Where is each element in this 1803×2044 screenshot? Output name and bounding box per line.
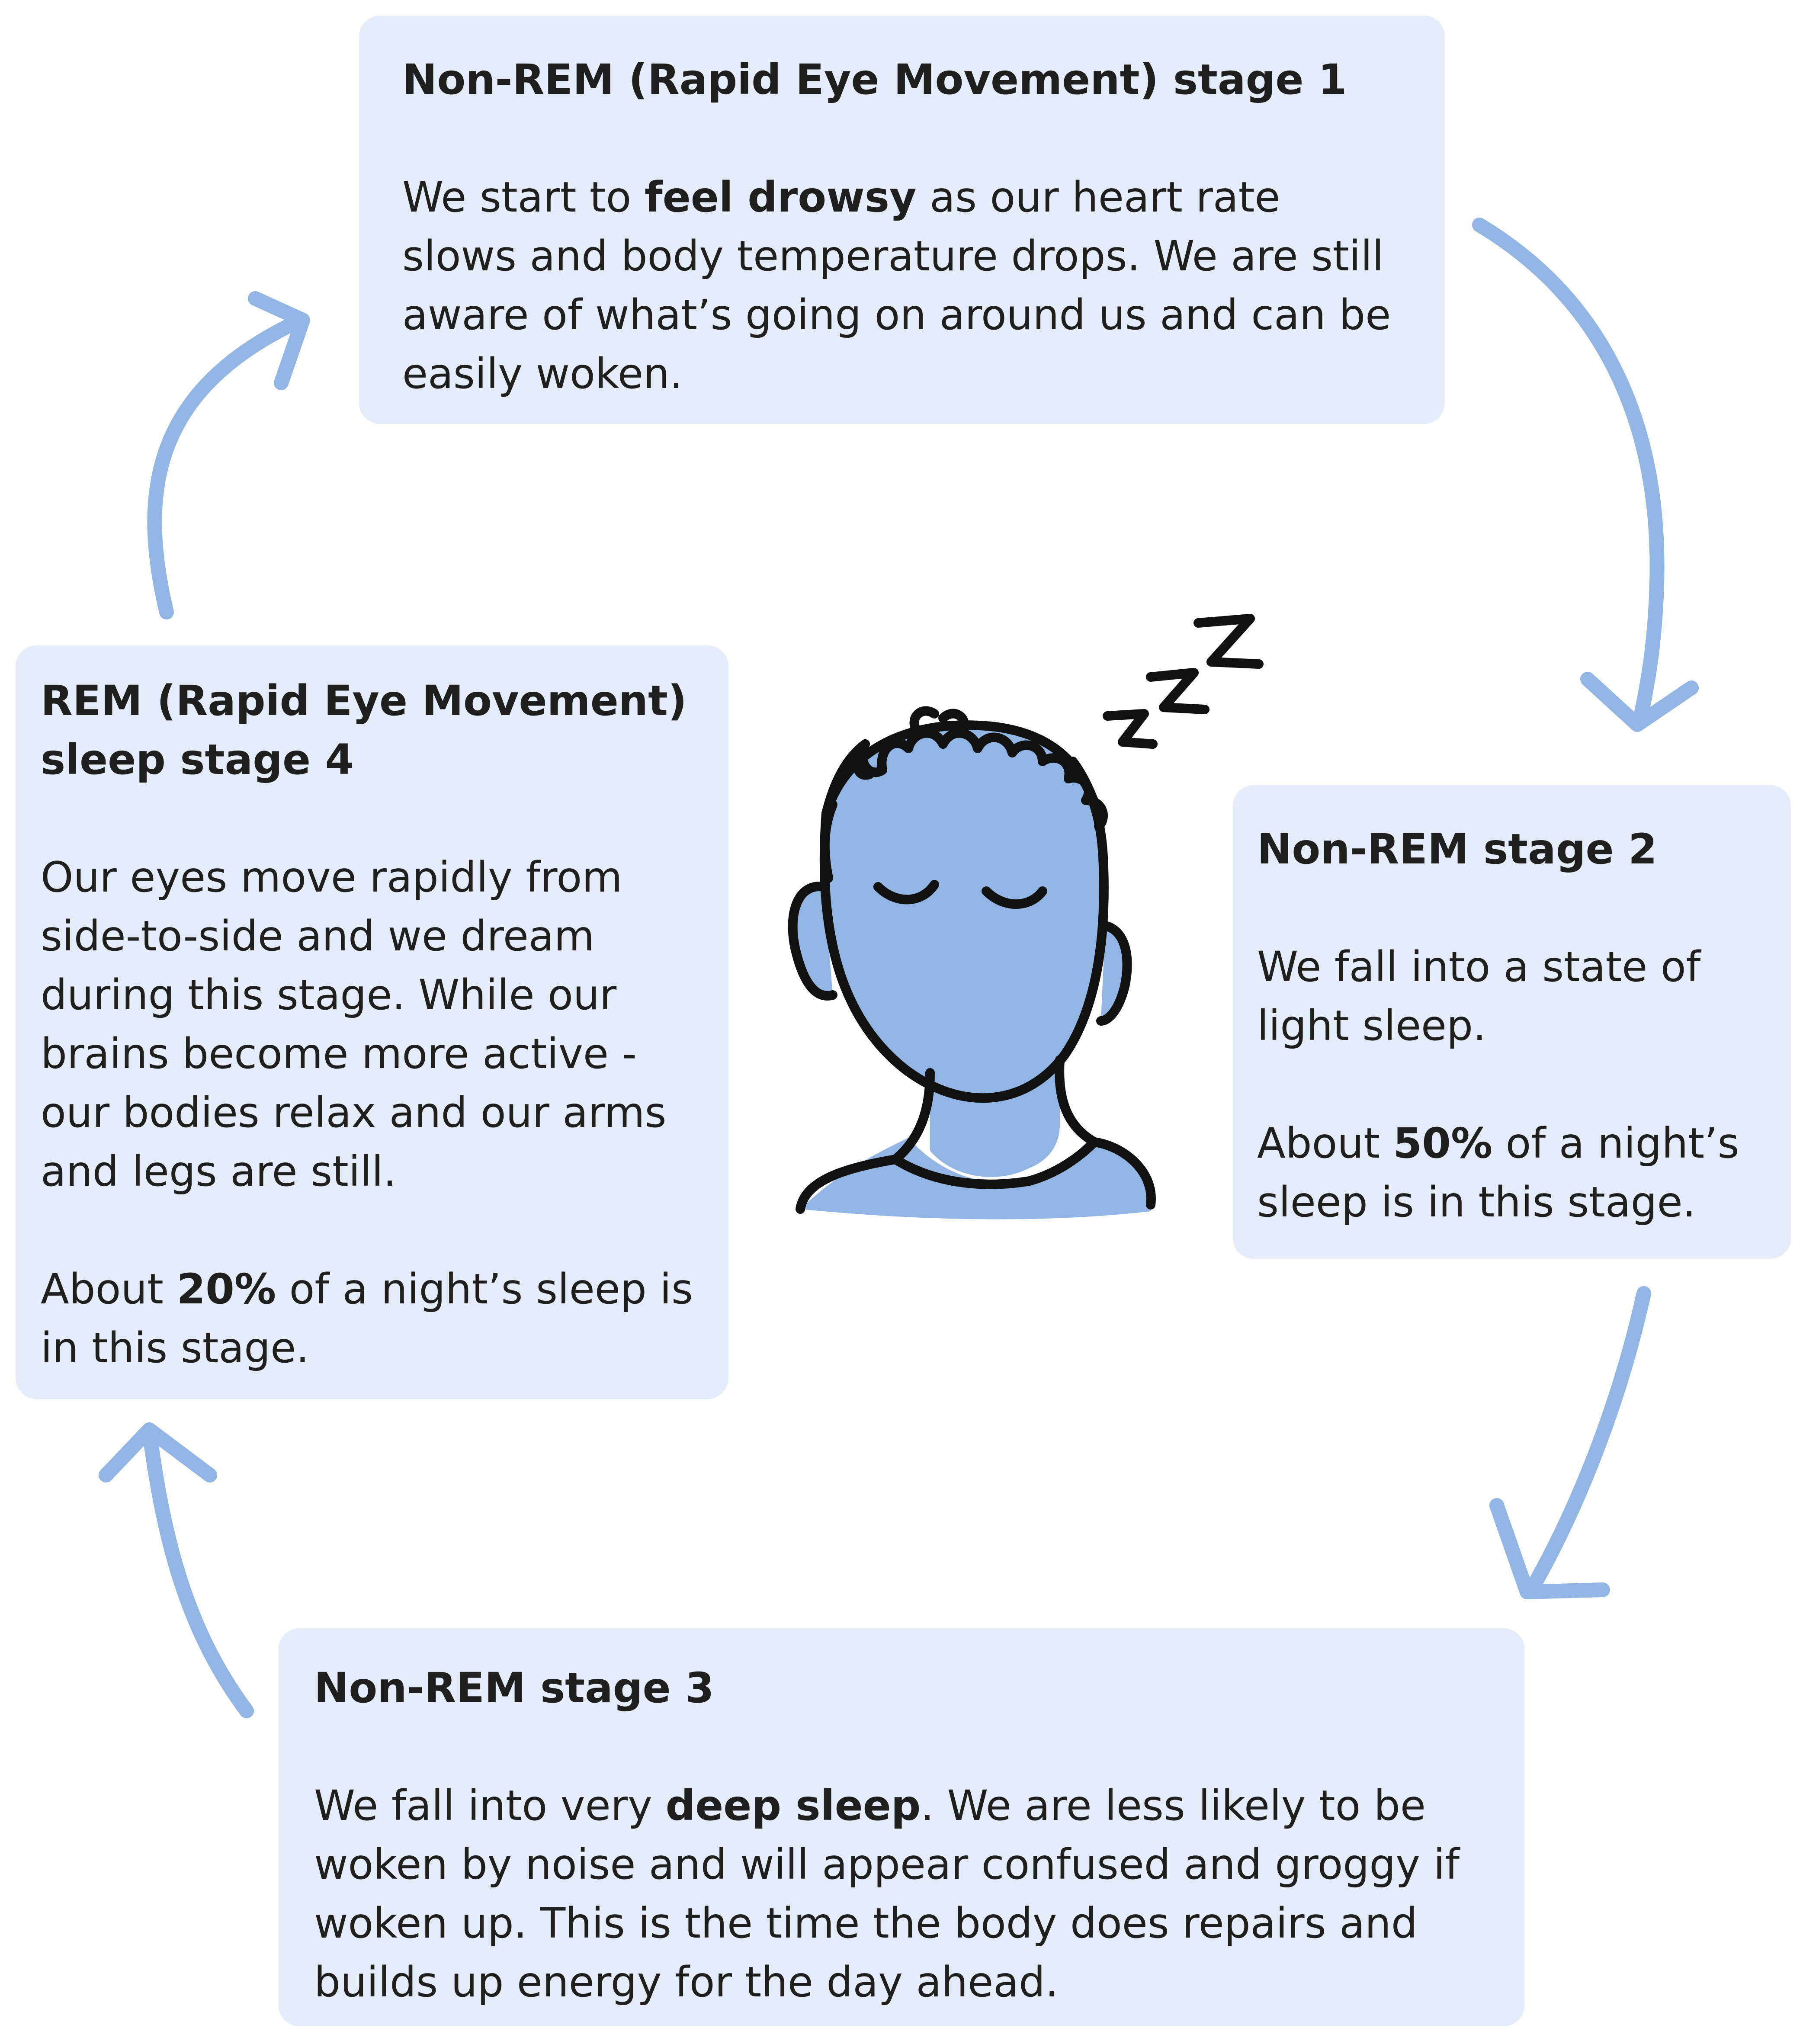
highlight: deep sleep: [665, 1781, 921, 1830]
stage-title: Non-REM stage 3: [314, 1664, 714, 1712]
stage-description: Our eyes move rapidly from side-to-side …: [41, 853, 667, 1196]
highlight: feel drowsy: [644, 173, 917, 221]
highlight: 50%: [1393, 1119, 1493, 1168]
stage-card-2: Non-REM stage 2 We fall into a state of …: [1233, 785, 1791, 1259]
stage-description: We fall into a state of light sleep.: [1257, 943, 1701, 1050]
stage-description: We start to feel drowsy as our heart rat…: [402, 173, 1391, 398]
cycle-arrow-icon: [1472, 218, 1699, 732]
zzz-icon: [1103, 614, 1264, 749]
cycle-arrow-icon: [147, 291, 310, 619]
cycle-arrow-icon: [99, 1422, 254, 1718]
stage-description: We fall into very deep sleep. We are les…: [314, 1781, 1460, 2006]
highlight: 20%: [176, 1265, 276, 1313]
stage-card-1: Non-REM (Rapid Eye Movement) stage 1 We …: [359, 16, 1445, 424]
stage-title: REM (Rapid Eye Movement) sleep stage 4: [41, 677, 687, 784]
cycle-arrow-icon: [1489, 1286, 1651, 1599]
stage-title: Non-REM (Rapid Eye Movement) stage 1: [402, 55, 1347, 104]
stage-share: About 50% of a night’s sleep is in this …: [1257, 1119, 1739, 1226]
stage-card-4: REM (Rapid Eye Movement) sleep stage 4 O…: [16, 645, 728, 1399]
stage-share: About 20% of a night’s sleep is in this …: [41, 1265, 693, 1372]
stage-card-3: Non-REM stage 3 We fall into very deep s…: [279, 1628, 1524, 2026]
stage-title: Non-REM stage 2: [1257, 825, 1657, 873]
sleeping-person-icon: [788, 614, 1264, 1219]
